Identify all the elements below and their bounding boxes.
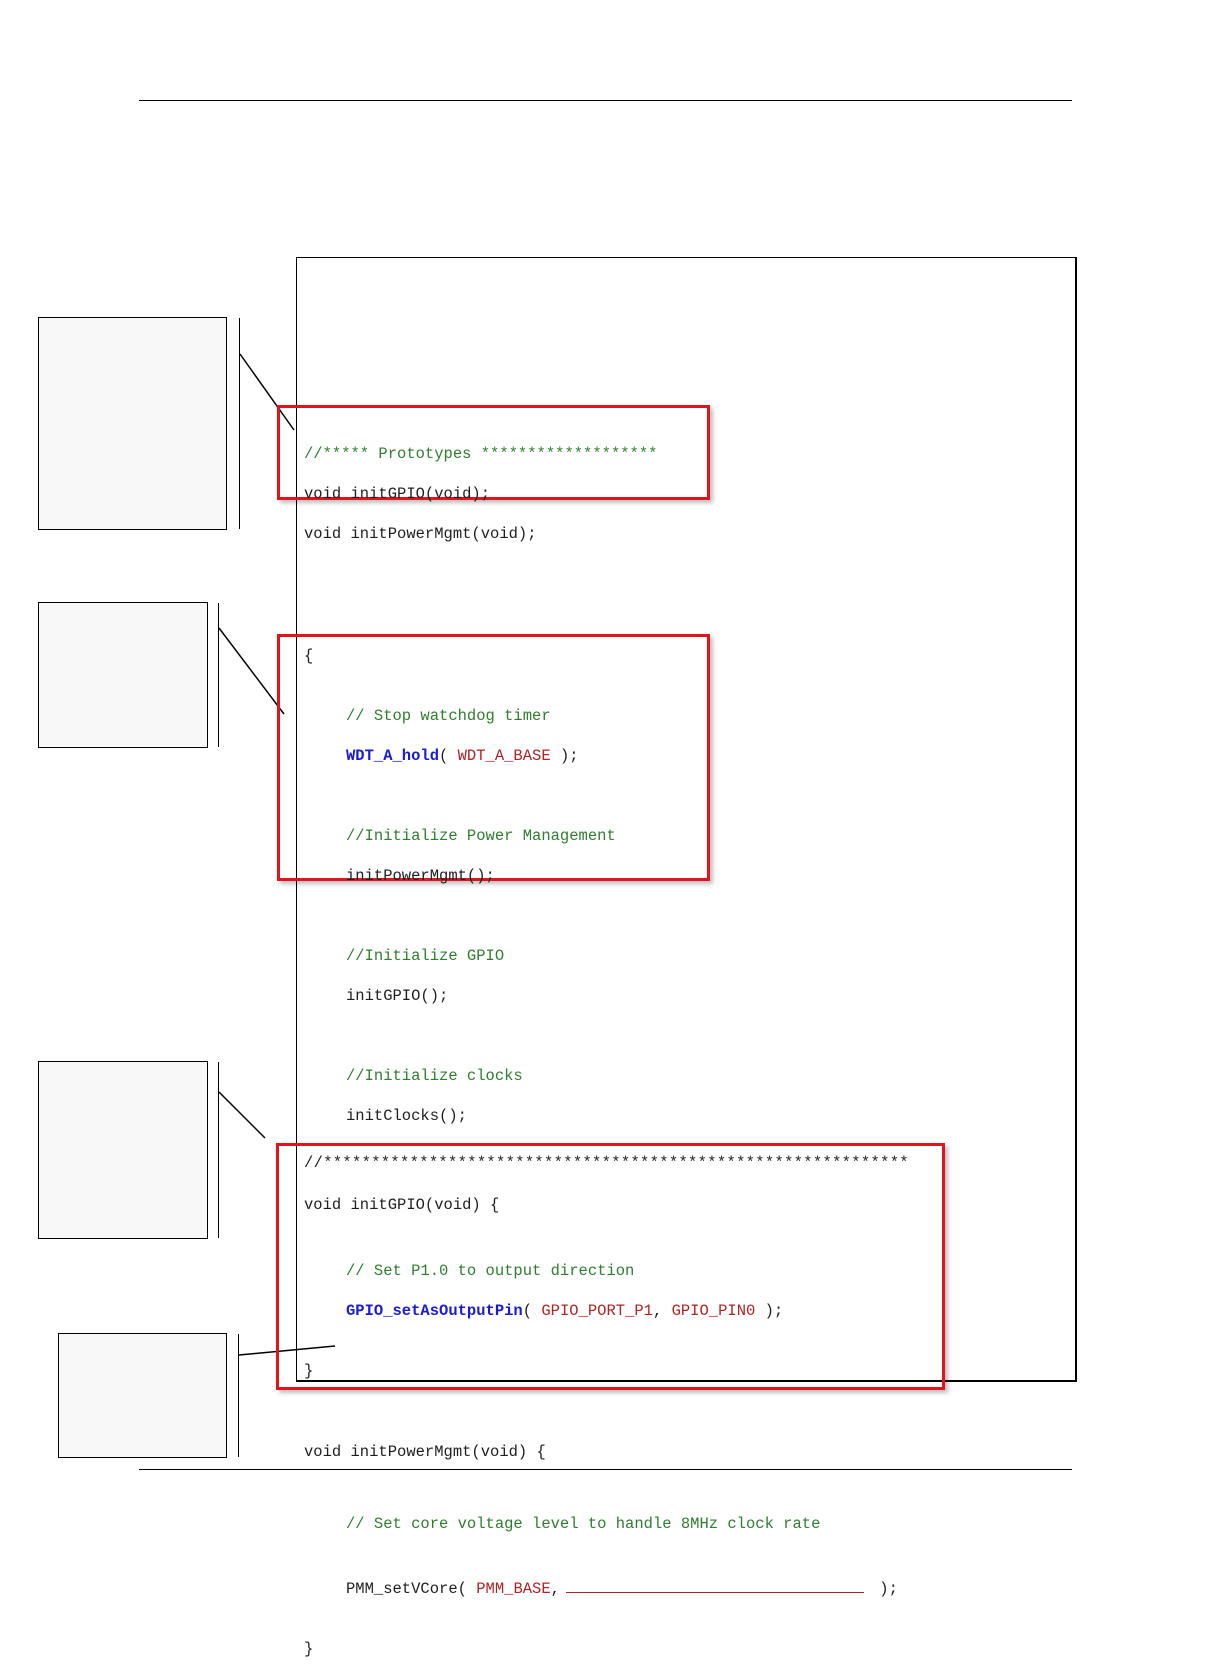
callout-bracket-main — [218, 603, 219, 747]
header-rule — [139, 100, 1072, 101]
code-main-body: { // Stop watchdog timer WDT_A_hold( WDT… — [304, 626, 616, 1166]
initpowermgmt-close-brace: } — [304, 1640, 314, 1658]
leader-line-vcore — [238, 1345, 336, 1356]
prototype-initgpio: void initGPIO(void); — [304, 485, 491, 503]
fn-wdt-a-hold: WDT_A_hold — [346, 747, 440, 765]
leader-line-functions — [218, 1091, 266, 1139]
paren-close: ); — [869, 1580, 898, 1598]
footer-rule — [139, 1469, 1072, 1470]
callout-box-prototypes[interactable] — [38, 317, 227, 530]
paren-open: ( — [439, 747, 458, 765]
paren-open: ( — [522, 1302, 542, 1320]
callout-box-functions[interactable] — [38, 1061, 208, 1239]
comment-init-gpio: //Initialize GPIO — [346, 947, 505, 965]
code-functions: //**************************************… — [304, 1133, 909, 1679]
const-pmm-base: PMM_BASE — [476, 1580, 551, 1598]
arg-separator: , — [550, 1580, 560, 1598]
callout-bracket-vcore — [238, 1334, 239, 1457]
comment-stop-watchdog: // Stop watchdog timer — [346, 707, 551, 725]
initpowermgmt-body: // Set core voltage level to handle 8MHz… — [304, 1494, 909, 1619]
main-lines: // Stop watchdog timer WDT_A_hold( WDT_A… — [304, 686, 616, 1146]
code-prototypes: //***** Prototypes ******************* v… — [304, 424, 657, 564]
main-open-brace: { — [304, 647, 314, 665]
prototypes-comment: //***** Prototypes ******************* — [304, 445, 658, 463]
line-init-gpio: initGPIO(); — [346, 987, 449, 1005]
fn-pmm-setvcore: PMM_setVCore( — [346, 1580, 477, 1598]
highlight-main-body — [277, 634, 710, 881]
const-gpio-pin0: GPIO_PIN0 — [671, 1302, 756, 1320]
line-pmm-setvcore: PMM_setVCore( PMM_BASE, ); — [346, 1579, 909, 1599]
leader-line-main — [218, 627, 285, 715]
fn-gpio-setasoutputpin: GPIO_setAsOutputPin — [346, 1302, 523, 1320]
vcore-answer-blank[interactable] — [565, 1579, 864, 1593]
paren-close: ); — [755, 1302, 784, 1320]
leader-line-prototypes — [239, 353, 295, 431]
comment-set-p1: // Set P1.0 to output direction — [346, 1262, 635, 1280]
prototype-initpowermgmt: void initPowerMgmt(void); — [304, 525, 537, 543]
initgpio-declaration: void initGPIO(void) { — [304, 1196, 500, 1214]
callout-bracket-prototypes — [239, 318, 240, 529]
initpowermgmt-declaration: void initPowerMgmt(void) { — [304, 1443, 546, 1461]
line-gpio-set-output: GPIO_setAsOutputPin( GPIO_PORT_P1, GPIO_… — [346, 1301, 909, 1321]
callout-bracket-functions — [218, 1062, 219, 1238]
line-wdt-hold: WDT_A_hold( WDT_A_BASE ); — [346, 746, 616, 766]
functions-divider: //**************************************… — [304, 1154, 909, 1172]
initgpio-close-brace: } — [304, 1362, 314, 1380]
initgpio-body: // Set P1.0 to output direction GPIO_set… — [304, 1241, 909, 1341]
code-listing-frame — [296, 257, 1077, 1382]
const-wdt-a-base: WDT_A_BASE — [457, 747, 551, 765]
line-init-clocks: initClocks(); — [346, 1107, 467, 1125]
arg-separator: , — [652, 1302, 672, 1320]
comment-init-power: //Initialize Power Management — [346, 827, 616, 845]
callout-box-vcore[interactable] — [58, 1333, 227, 1458]
paren-close: ); — [550, 747, 579, 765]
comment-init-clocks: //Initialize clocks — [346, 1067, 523, 1085]
highlight-prototypes — [277, 405, 710, 500]
line-init-power: initPowerMgmt(); — [346, 867, 495, 885]
callout-box-main[interactable] — [38, 602, 208, 748]
comment-set-core-voltage: // Set core voltage level to handle 8MHz… — [346, 1515, 821, 1533]
leader-lines — [218, 353, 336, 1356]
const-gpio-port-p1: GPIO_PORT_P1 — [541, 1302, 653, 1320]
highlight-functions — [276, 1143, 945, 1390]
